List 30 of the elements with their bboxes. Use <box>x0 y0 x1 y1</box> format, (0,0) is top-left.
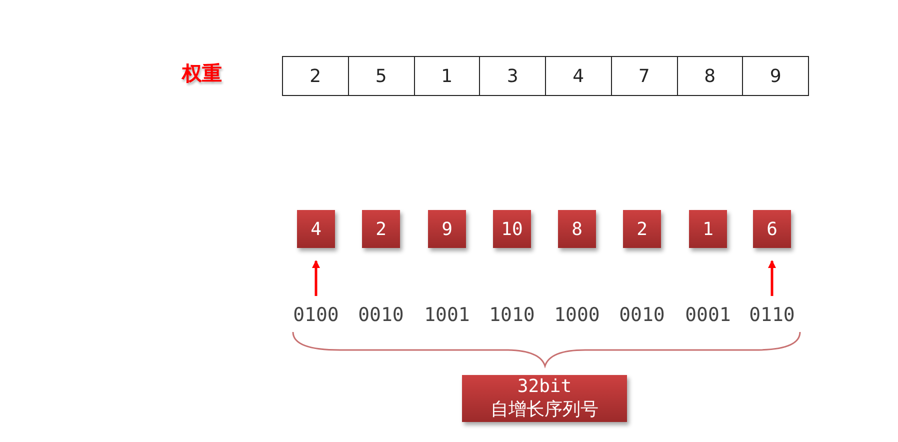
number-tile: 4 <box>297 210 335 248</box>
table-cell: 3 <box>479 56 546 96</box>
table-cell: 8 <box>676 56 744 96</box>
box-text: 自增长序列号 <box>490 398 598 421</box>
binary-text: 0010 <box>351 302 411 328</box>
arrow <box>312 260 320 296</box>
binary-text: 1000 <box>547 302 607 328</box>
box-text: 32bit <box>517 376 572 397</box>
binary-text: 0100 <box>286 302 346 328</box>
binary-text: 1010 <box>482 302 542 328</box>
number-tile: 1 <box>689 210 727 248</box>
table-cell: 2 <box>282 56 349 96</box>
binary-text: 0110 <box>742 302 802 328</box>
arrow <box>768 260 776 296</box>
number-tile: 10 <box>493 210 531 248</box>
table-cell: 1 <box>414 56 480 96</box>
table-cell: 9 <box>742 56 809 96</box>
binary-text: 1001 <box>417 302 477 328</box>
table-cell: 7 <box>610 56 678 96</box>
row-heading: 权重 <box>182 60 222 87</box>
binary-text: 0010 <box>612 302 672 328</box>
table-cell: 5 <box>348 56 414 96</box>
binary-text: 0001 <box>678 302 738 328</box>
table-cell: 4 <box>545 56 612 96</box>
number-tile: 2 <box>623 210 661 248</box>
number-tile: 8 <box>558 210 596 248</box>
number-tile: 9 <box>428 210 466 248</box>
number-tile: 6 <box>753 210 791 248</box>
sequence-box <box>462 375 627 422</box>
number-tile: 2 <box>362 210 400 248</box>
